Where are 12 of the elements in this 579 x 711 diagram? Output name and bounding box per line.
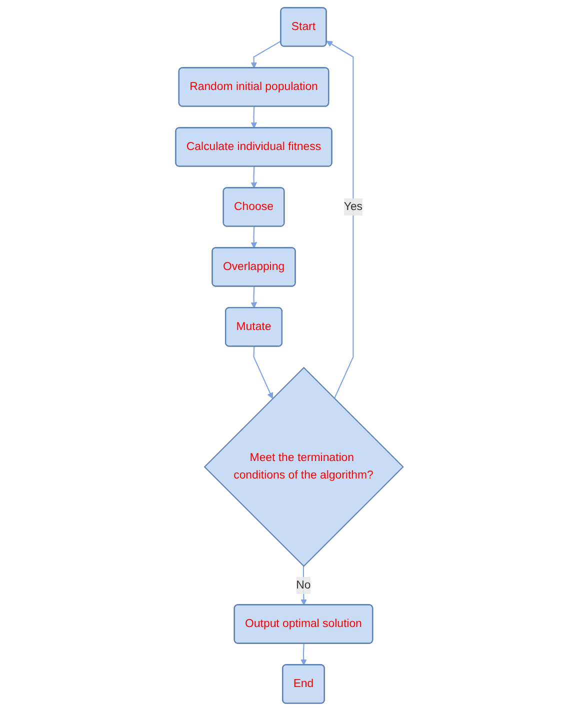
arrow xyxy=(300,566,307,606)
edge-label: No xyxy=(296,579,311,592)
arrow xyxy=(250,226,258,248)
arrow xyxy=(326,40,354,399)
arrow xyxy=(300,644,307,666)
arrow xyxy=(253,346,274,399)
arrow xyxy=(250,106,258,128)
arrow xyxy=(250,40,282,68)
arrow xyxy=(250,286,258,308)
arrow xyxy=(250,166,258,188)
edge-label: Yes xyxy=(344,200,363,213)
node-diamond: Meet the termination conditions of the algorithm? xyxy=(204,366,404,567)
